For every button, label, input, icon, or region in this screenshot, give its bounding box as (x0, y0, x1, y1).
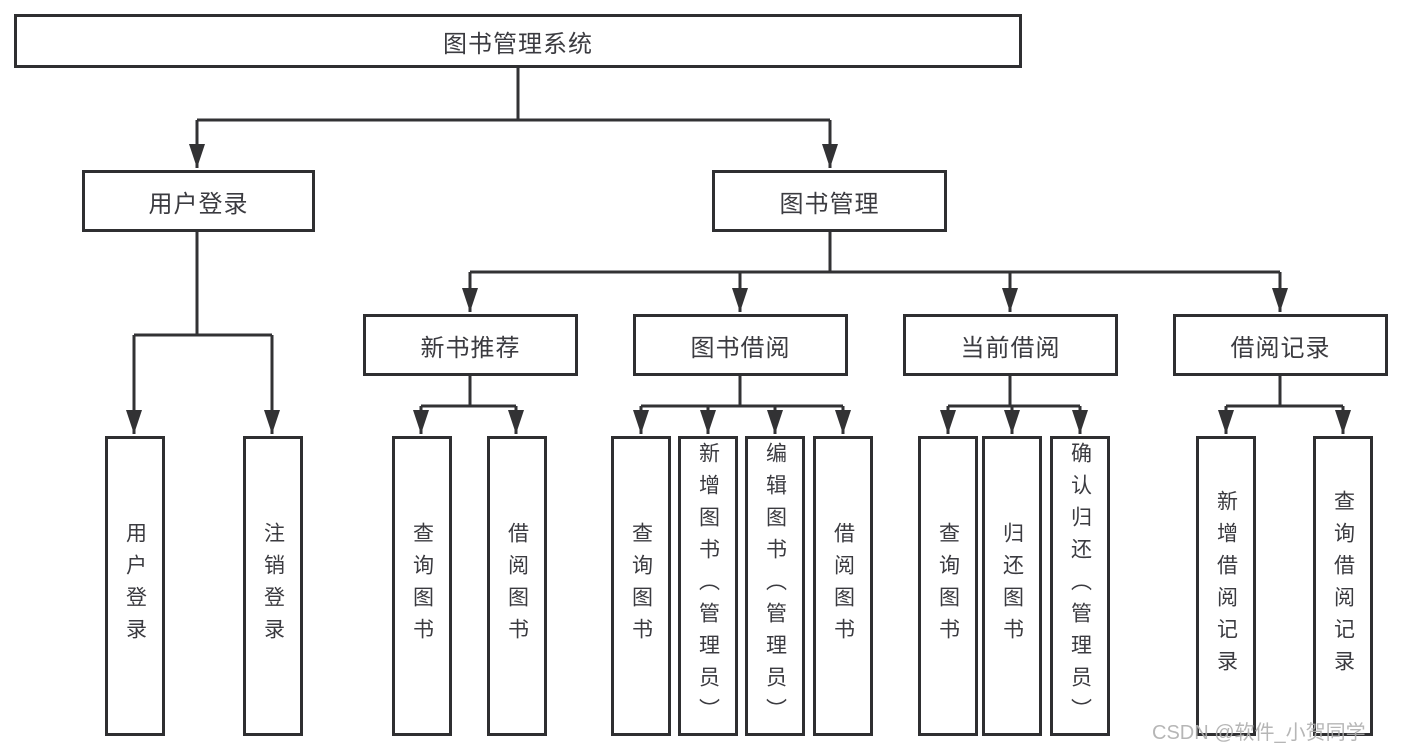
node-current-borrow: 当前借阅 (903, 314, 1118, 376)
leaf-add-book-admin: 新增图书（管理员） (678, 436, 738, 736)
leaf-borrow-books: 借阅图书 (813, 436, 873, 736)
leaf-query-books-recommend-label: 查询图书 (410, 522, 434, 650)
connector-borrow-records-to-leaves (1218, 376, 1351, 434)
node-book-management-label: 图书管理 (779, 190, 880, 218)
leaf-add-borrow-record-label: 新增借阅记录 (1214, 490, 1238, 682)
node-borrow-records-label: 借阅记录 (1230, 334, 1331, 362)
leaf-user-login: 用户登录 (105, 436, 165, 736)
connector-book-management-to-level3 (462, 232, 1288, 312)
connector-user-login-to-leaves (126, 232, 280, 434)
connector-new-book-recommend-to-leaves (413, 376, 524, 434)
leaf-query-borrow-record-label: 查询借阅记录 (1331, 490, 1355, 682)
node-book-management: 图书管理 (712, 170, 947, 232)
leaf-confirm-return-admin-label: 确认归还（管理员） (1068, 442, 1092, 730)
node-user-login-label: 用户登录 (148, 190, 249, 218)
node-root: 图书管理系统 (14, 14, 1022, 68)
leaf-query-books-borrow-label: 查询图书 (629, 522, 653, 650)
leaf-query-books-current-label: 查询图书 (936, 522, 960, 650)
csdn-watermark: CSDN @软件_小贺同学 (1152, 722, 1366, 744)
leaf-query-books-recommend: 查询图书 (392, 436, 452, 736)
leaf-add-book-admin-label: 新增图书（管理员） (696, 442, 720, 730)
node-user-login: 用户登录 (82, 170, 315, 232)
node-current-borrow-label: 当前借阅 (960, 334, 1061, 362)
leaf-edit-book-admin: 编辑图书（管理员） (745, 436, 805, 736)
connector-book-borrow-to-leaves (633, 376, 851, 434)
node-book-borrow: 图书借阅 (633, 314, 848, 376)
leaf-query-books-current: 查询图书 (918, 436, 978, 736)
node-new-book-recommend: 新书推荐 (363, 314, 578, 376)
leaf-query-borrow-record: 查询借阅记录 (1313, 436, 1373, 736)
leaf-query-books-borrow: 查询图书 (611, 436, 671, 736)
leaf-borrow-books-recommend: 借阅图书 (487, 436, 547, 736)
connector-root-to-level2 (189, 67, 838, 168)
node-borrow-records: 借阅记录 (1173, 314, 1388, 376)
node-book-borrow-label: 图书借阅 (690, 334, 791, 362)
node-root-label: 图书管理系统 (443, 30, 593, 58)
node-new-book-recommend-label: 新书推荐 (420, 334, 521, 362)
leaf-edit-book-admin-label: 编辑图书（管理员） (763, 442, 787, 730)
leaf-borrow-books-label: 借阅图书 (831, 522, 855, 650)
connector-current-borrow-to-leaves (940, 376, 1088, 434)
leaf-return-book-label: 归还图书 (1000, 522, 1024, 650)
leaf-return-book: 归还图书 (982, 436, 1042, 736)
leaf-add-borrow-record: 新增借阅记录 (1196, 436, 1256, 736)
leaf-confirm-return-admin: 确认归还（管理员） (1050, 436, 1110, 736)
leaf-logout-label: 注销登录 (261, 522, 285, 650)
leaf-logout: 注销登录 (243, 436, 303, 736)
leaf-borrow-books-recommend-label: 借阅图书 (505, 522, 529, 650)
leaf-user-login-label: 用户登录 (123, 522, 147, 650)
